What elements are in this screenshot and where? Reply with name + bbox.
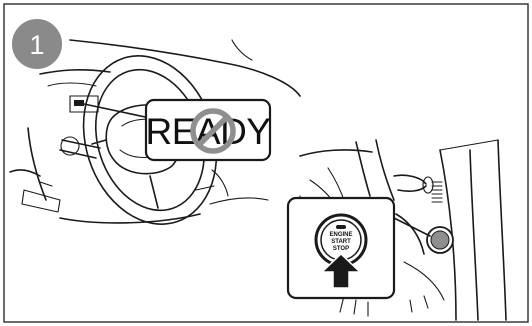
- start-button-callout: ENGINE START STOP: [288, 198, 394, 298]
- figure-frame: [4, 4, 528, 322]
- start-button-line-1: ENGINE: [329, 232, 352, 238]
- step-badge: 1: [11, 18, 63, 70]
- start-button-line-3: STOP: [333, 246, 349, 252]
- ready-indicator-text: READY: [146, 111, 271, 152]
- ready-callout: READY: [146, 100, 271, 160]
- step-number: 1: [29, 30, 44, 60]
- ready-indicator-lamp: [74, 100, 84, 106]
- start-button-location-icon: [427, 227, 453, 253]
- start-button-line-2: START: [331, 239, 351, 245]
